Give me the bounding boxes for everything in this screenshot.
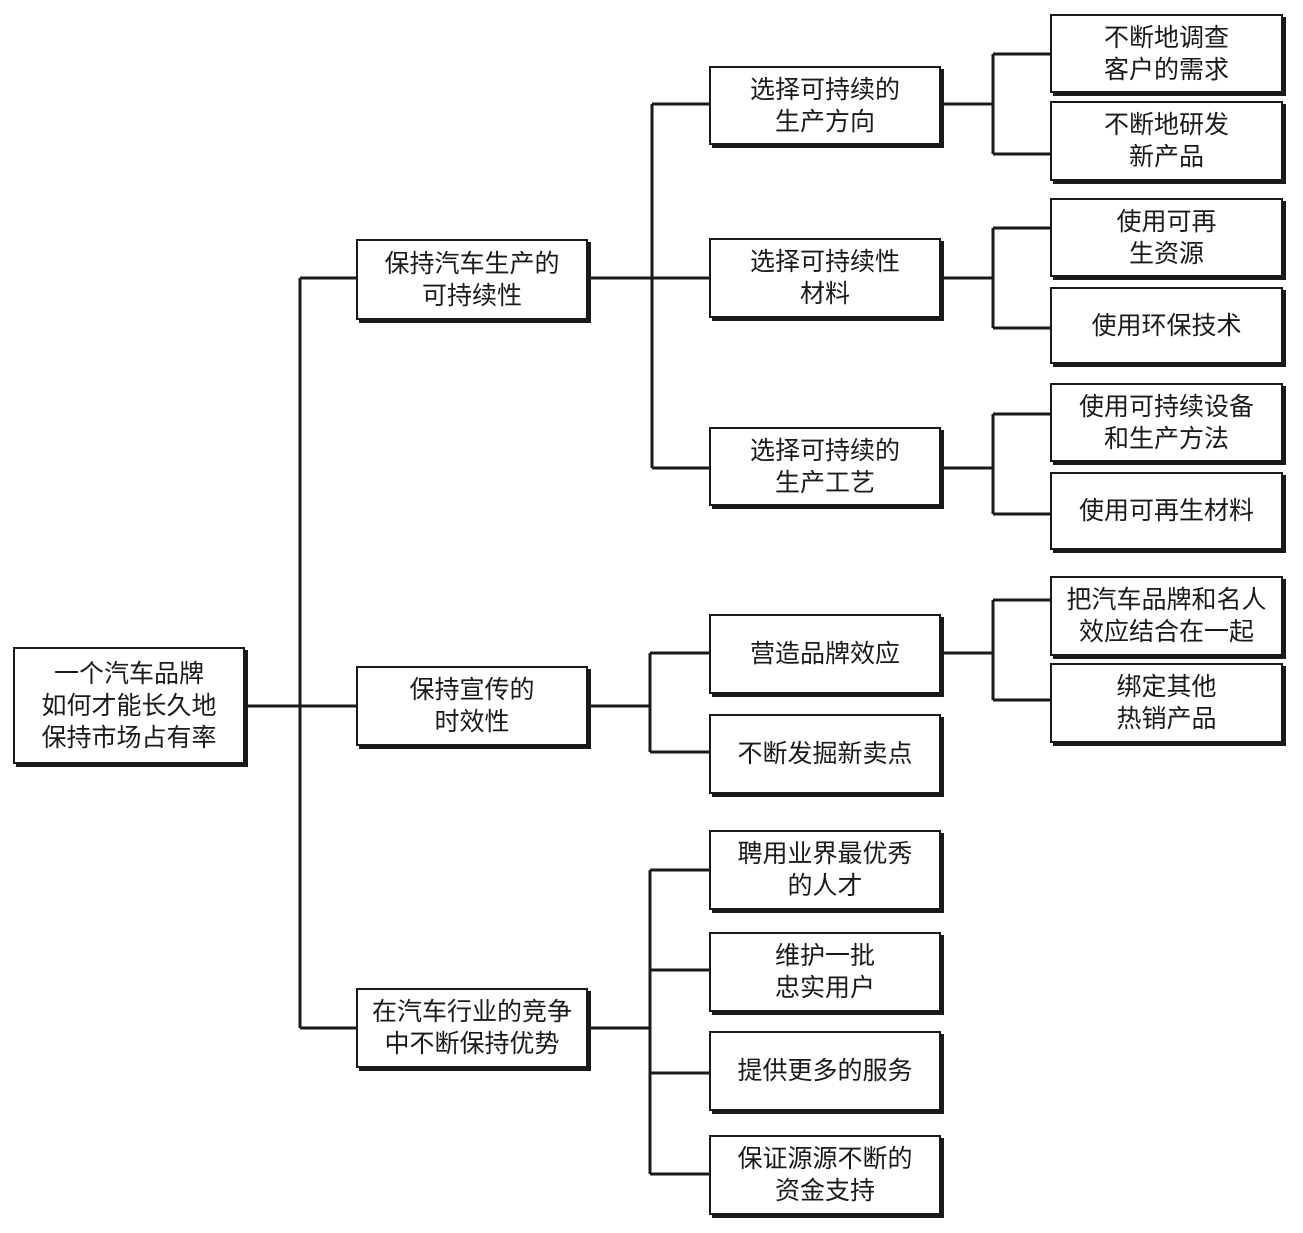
node-line: 新产品 [1128, 142, 1204, 171]
leaf-node-bundle-products: 绑定其他 热销产品 [1050, 663, 1283, 743]
node-line: 忠实用户 [774, 973, 875, 1002]
node-line: 和生产方法 [1103, 423, 1229, 453]
node-line: 生资源 [1128, 238, 1204, 268]
root-node: 一个汽车品牌 如何才能长久地 保持市场占有率 [13, 647, 245, 764]
node-line: 使用环保技术 [1091, 310, 1242, 340]
leaf-node-renewable-materials: 使用可再生材料 [1050, 472, 1283, 550]
node-line: 时效性 [434, 707, 510, 736]
node-line: 提供更多的服务 [737, 1056, 913, 1085]
node-line: 不断地研发 [1103, 110, 1229, 139]
node-line: 聘用业界最优秀 [737, 839, 913, 868]
root-node-line: 保持市场占有率 [41, 722, 217, 752]
node-line: 选择可持续的 [749, 74, 900, 104]
sub-node-process: 选择可持续的 生产工艺 [709, 427, 941, 506]
node-line: 使用可再生材料 [1078, 496, 1254, 525]
node-line: 使用可再 [1116, 206, 1217, 236]
node-line: 保证源源不断的 [737, 1144, 913, 1173]
branch-node-promotion: 保持宣传的 时效性 [356, 666, 588, 746]
node-line: 不断发掘新卖点 [737, 739, 913, 768]
node-line: 选择可持续的 [749, 435, 900, 465]
sub-node-funding: 保证源源不断的 资金支持 [709, 1135, 941, 1215]
node-line: 的人才 [787, 871, 863, 900]
root-node-line: 如何才能长久地 [41, 690, 217, 720]
node-line: 热销产品 [1116, 704, 1217, 733]
node-line: 保持汽车生产的 [384, 248, 560, 278]
node-line: 在汽车行业的竞争 [371, 997, 572, 1026]
root-node-line: 一个汽车品牌 [53, 658, 204, 688]
node-line: 不断地调查 [1103, 22, 1229, 52]
leaf-node-celebrity-effect: 把汽车品牌和名人 效应结合在一起 [1050, 576, 1283, 656]
leaf-node-develop-products: 不断地研发 新产品 [1050, 101, 1283, 181]
node-line: 客户的需求 [1103, 54, 1229, 84]
leaf-node-sustainable-equipment: 使用可持续设备 和生产方法 [1050, 383, 1283, 462]
sub-node-materials: 选择可持续性 材料 [709, 238, 941, 318]
node-line: 生产工艺 [774, 467, 875, 497]
sub-node-brand-effect: 营造品牌效应 [709, 614, 941, 694]
node-line: 绑定其他 [1116, 672, 1217, 701]
sub-node-production-direction: 选择可持续的 生产方向 [709, 66, 941, 145]
branch-node-sustainability: 保持汽车生产的 可持续性 [356, 239, 588, 320]
sub-node-talent: 聘用业界最优秀 的人才 [709, 830, 941, 910]
node-line: 效应结合在一起 [1078, 617, 1254, 646]
node-line: 营造品牌效应 [749, 639, 900, 668]
sub-node-loyal-users: 维护一批 忠实用户 [709, 932, 941, 1012]
node-line: 可持续性 [421, 280, 522, 310]
leaf-node-green-technology: 使用环保技术 [1050, 287, 1283, 364]
branch-node-competition: 在汽车行业的竞争 中不断保持优势 [356, 988, 588, 1068]
node-line: 生产方向 [774, 106, 875, 136]
node-line: 选择可持续性 [749, 247, 900, 276]
leaf-node-research-customers: 不断地调查 客户的需求 [1050, 14, 1283, 93]
node-line: 使用可持续设备 [1078, 391, 1254, 421]
node-line: 保持宣传的 [409, 675, 535, 704]
node-line: 材料 [799, 279, 850, 308]
sub-node-selling-points: 不断发掘新卖点 [709, 714, 941, 794]
sub-node-services: 提供更多的服务 [709, 1031, 941, 1111]
leaf-node-renewable-resources: 使用可再 生资源 [1050, 198, 1283, 277]
node-line: 维护一批 [774, 941, 875, 970]
node-line: 把汽车品牌和名人 [1066, 585, 1267, 614]
node-line: 中不断保持优势 [384, 1029, 560, 1058]
node-line: 资金支持 [774, 1176, 875, 1205]
